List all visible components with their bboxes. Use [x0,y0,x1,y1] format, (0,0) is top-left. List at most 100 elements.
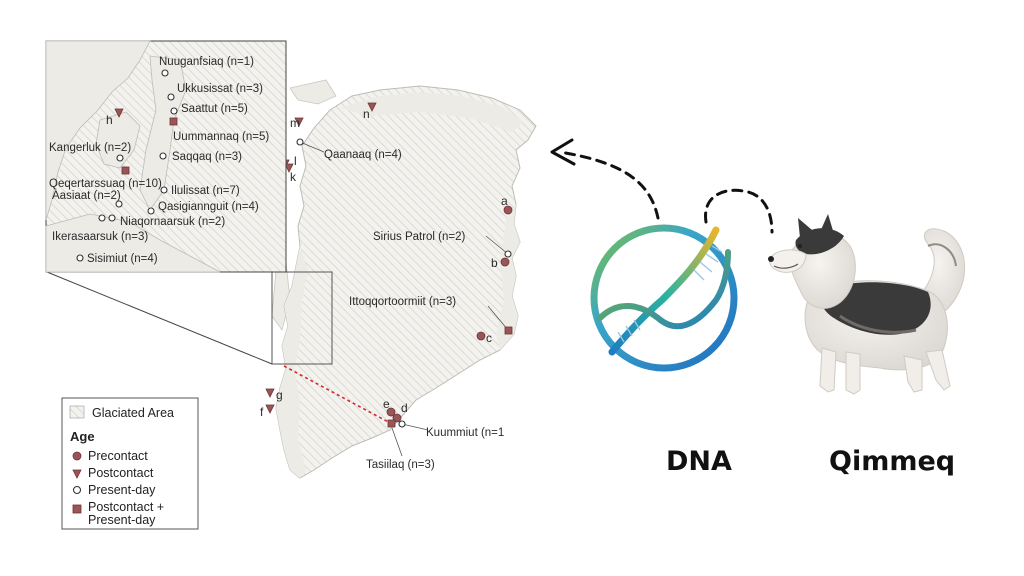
qaanaaq-leader [299,141,325,153]
label-ittoqqortoormiit: Ittoqqortoormiit (n=3) [349,296,456,308]
legend-title: Age [70,429,95,444]
marker-saattut [170,107,178,115]
legend-postcontact: Postcontact [88,466,154,480]
label-ilulissat: Ilulissat (n=7) [171,185,240,197]
dna-strand-a [608,226,720,356]
marker-ittoqqortoormiit [504,326,513,335]
label-qaanaaq: Qaanaaq (n=4) [324,149,402,161]
dna-strand-b [597,249,731,330]
marker-ikerasaarsuk [98,214,106,222]
map-legend: Glaciated Area Age Precontact Postcontac… [61,397,199,530]
letter-g: g [276,388,283,402]
inset-land-west [45,40,151,221]
label-saqqaq: Saqqaq (n=3) [172,151,242,163]
marker-m [294,117,304,127]
marker-saqqaq [159,152,167,160]
greenland-dog-image [768,214,965,395]
marker-ilulissat [160,186,168,194]
label-qeqertarssuaq: Qeqertarssuaq (n=10) [49,178,162,190]
marker-qeqertarssuaq [121,166,130,175]
inset-disko-island [95,111,141,169]
ittoqqortoormiit-leader [487,305,509,331]
inset-land-coast [139,55,187,211]
greenland-map: Qaanaaq (n=4) Sirius Patrol (n=2) Ittoqq… [46,79,537,479]
marker-nuuganfsiaq [161,69,169,77]
marker-b [500,257,510,267]
label-kangerluk: Kangerluk (n=2) [49,142,131,154]
marker-sirius [504,250,512,258]
marker-f [265,404,275,414]
label-ukkusissat: Ukkusissat (n=3) [177,83,263,95]
dna-base-pairs [617,245,723,343]
dna-logo-icon [590,224,738,372]
north-coast-rim [340,92,524,132]
legend-precontact: Precontact [88,449,148,463]
letter-b: b [491,256,498,270]
marker-e [386,407,396,417]
marker-aasiaat [115,200,123,208]
marker-n [367,102,377,112]
inset-land-south [45,213,221,273]
letter-l: l [294,154,297,168]
label-nuuganfsiaq: Nuuganfsiaq (n=1) [159,56,254,68]
tasiilaq-leader [391,427,403,457]
dna-ring [590,224,738,372]
east-coast-rim [496,204,520,350]
main-map-markers [265,102,513,428]
label-aasiaat: Aasiaat (n=2) [52,190,121,202]
legend-present: Present-day [88,483,156,497]
arrow-dna-to-map [558,150,660,220]
letter-h: h [106,113,113,127]
kuummiut-leader [401,423,429,431]
marker-kuummiut [398,420,406,428]
letter-c: c [486,331,492,345]
flow-arrows [550,138,774,234]
caption-dog: Qimmeq [829,446,955,477]
letter-a: a [501,194,508,208]
label-qasigiannguit: Qasigiannguit (n=4) [158,201,259,213]
migration-route [283,365,393,425]
label-uummannaq: Uummannaq (n=5) [173,131,269,143]
west-coast-rim [276,246,308,478]
arrow-head-icon [550,138,576,166]
letter-n: n [363,107,370,121]
legend-combined-line1: Postcontact + [88,500,164,514]
marker-ukkusissat [167,93,175,101]
label-tasiilaq: Tasiilaq (n=3) [366,459,435,471]
arrow-dog-to-dna [704,188,774,234]
inset-map: Nuuganfsiaq (n=1) Ukkusissat (n=3) Saatt… [45,40,287,273]
legend-precontact-symbol [72,451,82,461]
label-niaqornaarsuk: Niaqornaarsuk (n=2) [120,216,225,228]
legend-postcontact-symbol [72,469,82,479]
greenland-landmass [275,85,537,479]
label-sisimiut: Sisimiut (n=4) [87,253,158,265]
letter-d: d [401,401,408,415]
letter-f: f [260,405,264,419]
label-sirius-patrol: Sirius Patrol (n=2) [373,231,466,243]
caption-dna: DNA [666,446,732,477]
sirius-leader [485,235,509,255]
letter-k: k [290,170,297,184]
legend-combined-symbol [72,504,82,514]
marker-qasigiannguit [147,207,155,215]
label-saattut: Saattut (n=5) [181,103,248,115]
marker-a [503,205,513,215]
label-kuummiut: Kuummiut (n=1 [426,427,504,439]
ellesmere-coast [289,79,337,105]
legend-glaciated-swatch [69,405,85,419]
marker-sisimiut [76,254,84,262]
legend-glaciated: Glaciated Area [92,406,174,420]
marker-qaanaaq [296,138,304,146]
marker-kangerluk [116,154,124,162]
letter-e: e [383,397,390,411]
legend-present-symbol [72,485,82,495]
legend-frame [61,397,199,530]
legend-combined-line2: Present-day [88,513,156,527]
marker-g [265,388,275,398]
marker-k [284,163,294,173]
zoom-region-box [271,271,333,365]
marker-h [114,108,124,118]
marker-uummannaq [169,117,178,126]
marker-c [476,331,486,341]
